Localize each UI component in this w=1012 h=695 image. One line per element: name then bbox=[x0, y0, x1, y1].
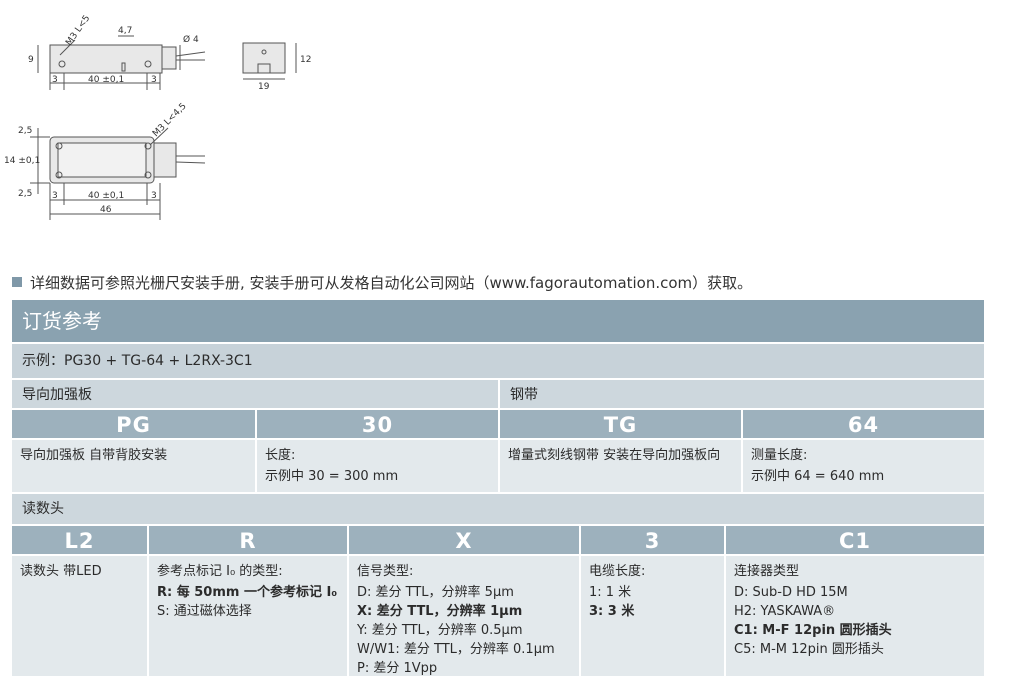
signal-option: X: 差分 TTL，分辨率 1µm bbox=[357, 604, 523, 619]
desc-signal-type: 信号类型: D: 差分 TTL，分辨率 5µm X: 差分 TTL，分辨率 1µ… bbox=[347, 554, 579, 676]
side-dim-right: 3 bbox=[151, 75, 157, 85]
cable-option: 1: 1 米 bbox=[589, 585, 632, 600]
side-dim-height: 9 bbox=[28, 55, 34, 65]
desc-signal-type-head: 信号类型: bbox=[357, 564, 414, 579]
tape-section-label: 钢带 bbox=[498, 378, 984, 408]
top-dim-span: 40 ±0,1 bbox=[88, 191, 124, 201]
end-dim-width: 19 bbox=[258, 82, 270, 92]
desc-tape-text: 增量式刻线钢带 安装在导向加强板向 bbox=[508, 448, 721, 463]
desc-guide-strip-text: 导向加强板 自带背胶安装 bbox=[20, 448, 168, 463]
side-dim-left: 3 bbox=[52, 75, 58, 85]
top-dim-height: 14 ±0,1 bbox=[4, 156, 40, 166]
connector-option: D: Sub-D HD 15M bbox=[734, 585, 848, 600]
desc-guide-strip: 导向加强板 自带背胶安装 bbox=[12, 438, 255, 492]
end-view-body bbox=[242, 42, 286, 74]
reference-option: R: 每 50mm 一个参考标记 I₀ bbox=[157, 585, 338, 600]
code-x: X bbox=[347, 524, 579, 554]
top-dim-total: 46 bbox=[100, 205, 112, 215]
installation-note-text: 详细数据可参照光栅尺安装手册, 安装手册可从发格自动化公司网站（www.fago… bbox=[30, 274, 753, 292]
code-l2: L2 bbox=[12, 524, 147, 554]
top-dim-right: 3 bbox=[151, 191, 157, 201]
desc-cable-length-head: 电缆长度: bbox=[589, 564, 646, 579]
desc-guide-length-head: 长度: bbox=[265, 448, 296, 463]
signal-option: P: 差分 1Vpp bbox=[357, 661, 438, 676]
side-dim-cable: Ø 4 bbox=[183, 34, 199, 45]
code-r: R bbox=[147, 524, 347, 554]
top-dim-left: 3 bbox=[52, 191, 58, 201]
reference-option: S: 通过磁体选择 bbox=[157, 604, 252, 619]
order-title: 订货参考 bbox=[12, 300, 984, 342]
desc-guide-length: 长度: 示例中 30 = 300 mm bbox=[255, 438, 498, 492]
desc-tape-length: 测量长度: 示例中 64 = 640 mm bbox=[741, 438, 984, 492]
code-tg: TG bbox=[498, 408, 741, 438]
connector-option: C1: M-F 12pin 圆形插头 bbox=[734, 623, 892, 638]
guide-section-label: 导向加强板 bbox=[12, 378, 498, 408]
desc-reference-mark: 参考点标记 I₀ 的类型: R: 每 50mm 一个参考标记 I₀ S: 通过磁… bbox=[147, 554, 347, 676]
signal-option: Y: 差分 TTL，分辨率 0.5µm bbox=[357, 623, 523, 638]
desc-tape-length-body: 示例中 64 = 640 mm bbox=[751, 469, 885, 484]
desc-connector-type-head: 连接器类型 bbox=[734, 564, 800, 579]
code-tape-length: 64 bbox=[741, 408, 984, 438]
desc-guide-length-body: 示例中 30 = 300 mm bbox=[265, 469, 399, 484]
bullet-square-icon bbox=[12, 277, 22, 287]
desc-reference-mark-head: 参考点标记 I₀ 的类型: bbox=[157, 564, 283, 579]
code-c1: C1 bbox=[724, 524, 984, 554]
desc-cable-length: 电缆长度: 1: 1 米 3: 3 米 bbox=[579, 554, 724, 676]
order-example: 示例：PG30 + TG-64 + L2RX-3C1 bbox=[12, 342, 984, 378]
order-reference-table: 订货参考 示例：PG30 + TG-64 + L2RX-3C1 导向加强板 钢带… bbox=[12, 300, 984, 676]
head-section-label: 读数头 bbox=[12, 492, 984, 524]
desc-tape: 增量式刻线钢带 安装在导向加强板向 bbox=[498, 438, 741, 492]
side-view-body bbox=[49, 44, 163, 74]
top-thread-label: M3 L<4,5 bbox=[151, 101, 189, 139]
desc-reader-head-text: 读数头 带LED bbox=[20, 564, 102, 579]
code-guide-length: 30 bbox=[255, 408, 498, 438]
dimension-drawings: M3 L<5 9 4,7 Ø 4 3 40 ±0,1 3 12 19 M3 L<… bbox=[4, 14, 311, 220]
installation-note: 详细数据可参照光栅尺安装手册, 安装手册可从发格自动化公司网站（www.fago… bbox=[12, 272, 752, 293]
connector-option: C5: M-M 12pin 圆形插头 bbox=[734, 642, 884, 657]
code-3: 3 bbox=[579, 524, 724, 554]
connector-option: H2: YASKAWA® bbox=[734, 604, 836, 619]
desc-tape-length-head: 测量长度: bbox=[751, 448, 808, 463]
top-dim-bottom: 2,5 bbox=[18, 189, 32, 199]
signal-option: W/W1: 差分 TTL，分辨率 0.1µm bbox=[357, 642, 555, 657]
end-dim-height: 12 bbox=[300, 55, 311, 65]
desc-reader-head: 读数头 带LED bbox=[12, 554, 147, 676]
top-dim-top: 2,5 bbox=[18, 126, 32, 136]
desc-connector-type: 连接器类型 D: Sub-D HD 15M H2: YASKAWA® C1: M… bbox=[724, 554, 984, 676]
code-pg: PG bbox=[12, 408, 255, 438]
signal-option: D: 差分 TTL，分辨率 5µm bbox=[357, 585, 514, 600]
cable-option: 3: 3 米 bbox=[589, 604, 635, 619]
side-dim-span: 40 ±0,1 bbox=[88, 75, 124, 85]
side-thread-label: M3 L<5 bbox=[64, 14, 92, 48]
side-dim-top: 4,7 bbox=[118, 26, 132, 36]
